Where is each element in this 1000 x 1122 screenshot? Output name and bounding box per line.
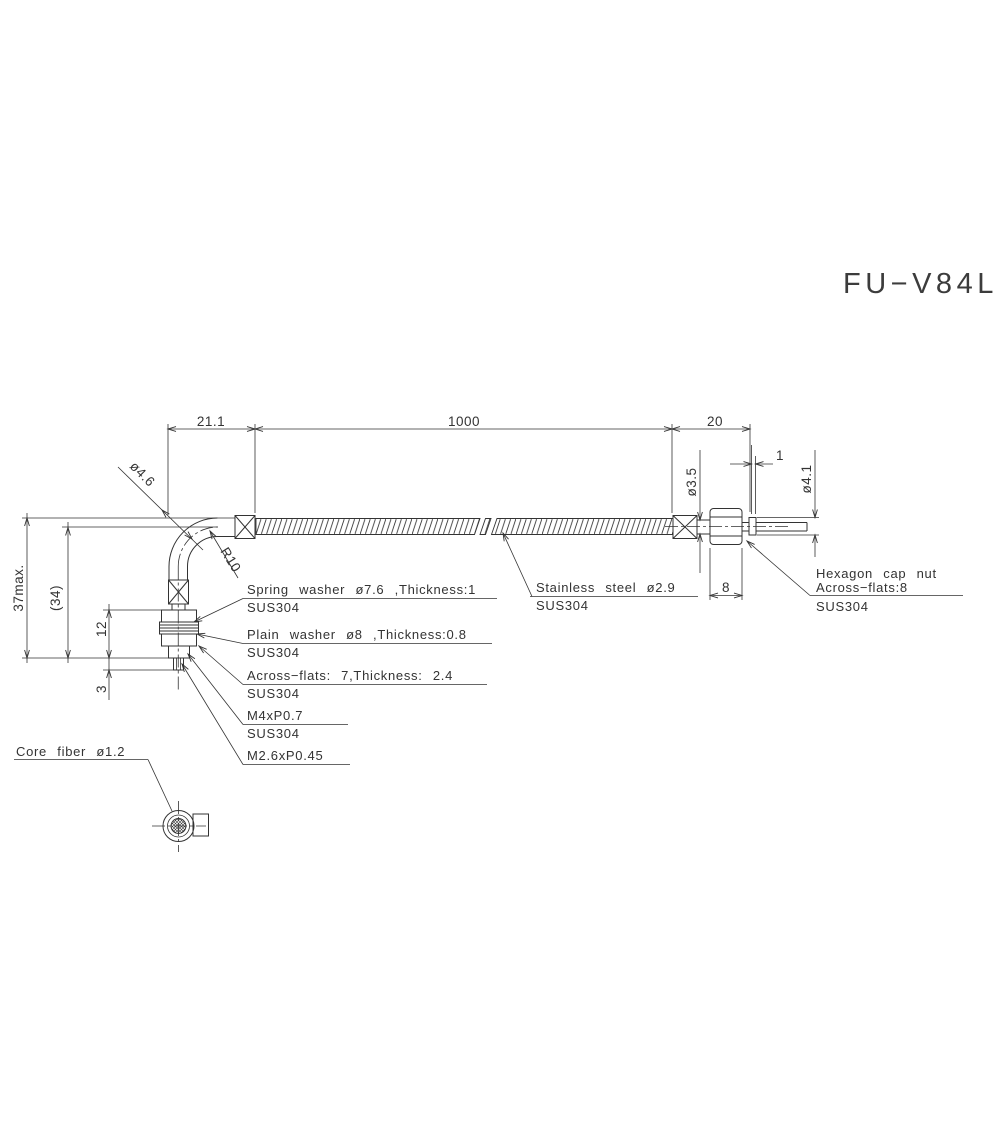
dim-20: 20 [707,414,723,429]
spring-washer-callout: Spring washer ø7.6 ,Thickness:1 SUS304 [192,582,497,623]
dim-8: 8 [722,580,730,595]
drawing-title: FU−V84L [843,268,998,300]
m4-thread-material: SUS304 [247,726,300,741]
hex-nut-label-1: Hexagon cap nut [816,566,937,581]
flange-width-dimension: 1 [730,445,784,514]
m4-thread-label: M4xP0.7 [247,708,303,723]
cable [255,518,674,535]
end-fitting: ø3.5 1 ø4.1 8 [665,445,819,600]
dim-dia-4-1: ø4.1 [799,464,814,493]
dim-r10: R10 [217,545,244,575]
top-dimensions: 21.1 1000 20 [166,414,752,515]
cable-break-sliver [479,518,492,535]
stainless-callout: Stainless steel ø2.9 SUS304 [502,531,698,613]
flange-dia-dimension: ø4.1 [757,450,819,557]
end-view-key-tab [192,813,209,837]
tube-diameter-callout: ø4.6 [117,459,204,551]
fiber-head-side-view: ø4.6 R10 [117,459,256,690]
dim-1000: 1000 [448,414,480,429]
dim-21-1: 21.1 [197,414,225,429]
end-view: Core fiber ø1.2 [14,744,209,852]
cable-right-segment [490,518,674,535]
core-fiber-label: Core fiber ø1.2 [16,744,125,759]
ferrule-box-horizontal [234,515,256,539]
sleeve-dia-dimension: ø3.5 [684,450,703,573]
stainless-label: Stainless steel ø2.9 [536,580,675,595]
m26-thread-callout: M2.6xP0.45 [181,662,350,765]
dim-37max: 37max. [11,564,26,611]
output-rod [756,522,808,532]
hex-nut-callout: Hexagon cap nut Across−flats:8 SUS304 [745,539,963,614]
spring-washer-label: Spring washer ø7.6 ,Thickness:1 [247,582,476,597]
spring-washer-material: SUS304 [247,600,300,615]
dim-1: 1 [776,448,784,463]
plain-washer-material: SUS304 [247,645,300,660]
plain-washer-label: Plain washer ø8 ,Thickness:0.8 [247,627,467,642]
hex-nut-material: SUS304 [816,599,869,614]
plain-washer-callout: Plain washer ø8 ,Thickness:0.8 SUS304 [195,627,492,660]
dim-12: 12 [94,621,109,637]
material-callouts: Spring washer ø7.6 ,Thickness:1 SUS304 P… [181,582,497,765]
hex-nut-label-2: Across−flats:8 [816,580,908,595]
dim-dia-4-6: ø4.6 [127,459,158,490]
nut-width-dimension: 8 [708,548,744,600]
left-dimensions: 37max. (34) 12 3 [11,513,235,700]
threaded-head [159,603,199,671]
across-flats-label: Across−flats: 7,Thickness: 2.4 [247,668,453,683]
ferrule-box-right [672,515,698,539]
dim-dia-3-5: ø3.5 [684,467,699,496]
dim-3: 3 [94,685,109,693]
across-flats-material: SUS304 [247,686,300,701]
cable-left-segment [255,518,481,535]
stainless-material: SUS304 [536,598,589,613]
dim-34: (34) [48,585,63,611]
m26-thread-label: M2.6xP0.45 [247,748,323,763]
m4-thread-callout: M4xP0.7 SUS304 [187,652,348,741]
core-fiber-section [170,818,187,834]
across-flats-callout: Across−flats: 7,Thickness: 2.4 SUS304 [197,644,487,701]
end-view-outer-circle [162,810,195,842]
